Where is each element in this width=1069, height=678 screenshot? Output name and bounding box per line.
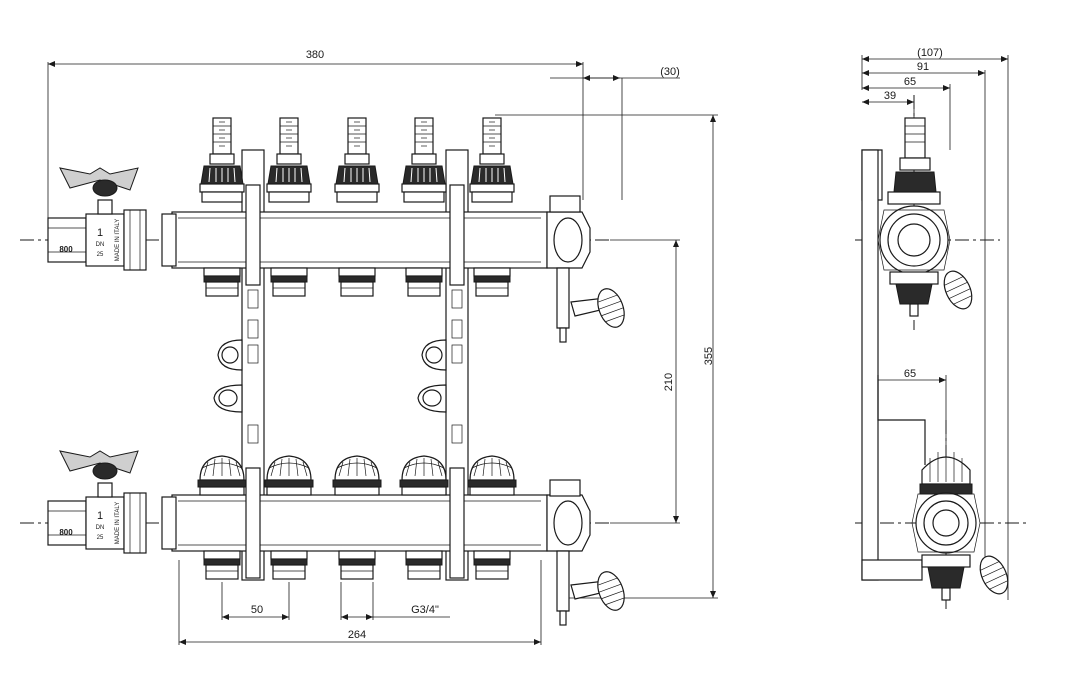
front-view: 380 (30) 355 210 xyxy=(20,49,718,645)
dim-total-height: 355 xyxy=(703,347,715,365)
top-valve-dn: DN xyxy=(96,242,105,248)
dim-offset-30: (30) xyxy=(660,66,680,78)
dim-vertical-spacing: 210 xyxy=(663,373,675,391)
dim-side-65-top: 65 xyxy=(904,76,916,88)
dim-side-depth: (107) xyxy=(917,47,943,59)
bottom-valve-made-in: MADE IN ITALY xyxy=(115,502,121,544)
cap-valve-4 xyxy=(399,455,449,496)
dim-side-39: 39 xyxy=(884,90,896,102)
cap-valve-3 xyxy=(332,455,382,496)
cap-valve-5 xyxy=(467,455,517,496)
flowmeter-5 xyxy=(469,117,515,203)
flowmeter-1 xyxy=(199,117,245,203)
dim-side-65-lower: 65 xyxy=(904,368,916,380)
dim-outlet-thread: G3/4" xyxy=(411,604,439,616)
bottom-valve-dn: DN xyxy=(96,525,105,531)
flowmeter-3 xyxy=(334,117,380,203)
wall-bracket-profile xyxy=(861,149,879,581)
top-end-fitting xyxy=(546,195,630,343)
flowmeter-4 xyxy=(401,117,447,203)
bottom-valve-number: 1 xyxy=(97,510,103,522)
cap-valve-1 xyxy=(197,455,247,496)
dim-body-length: 264 xyxy=(348,629,366,641)
cap-valve-2 xyxy=(264,455,314,496)
top-manifold-bar xyxy=(171,211,548,269)
bottom-valve-rating: 800 xyxy=(59,528,73,537)
dim-side-91: 91 xyxy=(917,61,929,73)
bottom-valve-dn-size: 25 xyxy=(97,535,104,541)
side-bottom-assembly xyxy=(911,450,1009,601)
top-valve-made-in: MADE IN ITALY xyxy=(115,219,121,261)
top-valve-rating: 800 xyxy=(59,245,73,254)
top-valve-dn-size: 25 xyxy=(97,252,104,258)
side-view: (107) 91 65 39 65 xyxy=(855,47,1030,610)
bottom-manifold-bar xyxy=(171,494,548,552)
flowmeter-2 xyxy=(266,117,312,203)
top-valve-number: 1 xyxy=(97,227,103,239)
dim-total-width: 380 xyxy=(306,49,324,61)
side-top-assembly xyxy=(877,117,973,317)
dim-outlet-pitch: 50 xyxy=(251,604,263,616)
bottom-end-fitting xyxy=(546,479,630,626)
